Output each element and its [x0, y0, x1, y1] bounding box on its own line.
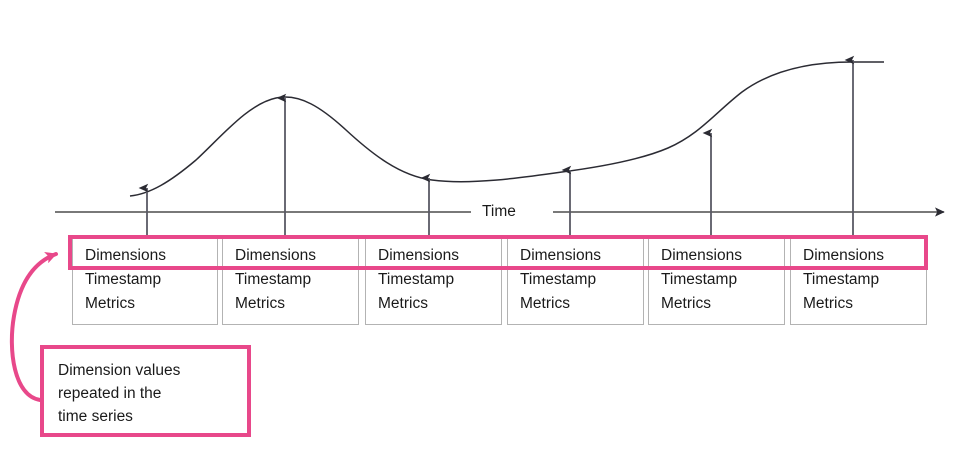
record-field-dimensions: Dimensions: [378, 247, 459, 264]
record-field-timestamp: Timestamp: [85, 271, 162, 288]
record-field-timestamp: Timestamp: [803, 271, 880, 288]
record-box[interactable]: Dimensions Timestamp Metrics: [222, 237, 359, 325]
record-field-metrics: Metrics: [520, 295, 570, 312]
record-field-timestamp: Timestamp: [661, 271, 738, 288]
record-field-dimensions: Dimensions: [803, 247, 884, 264]
callout-line-2: repeated in the: [58, 385, 162, 402]
record-box[interactable]: Dimensions Timestamp Metrics: [507, 237, 644, 325]
callout-box: Dimension values repeated in the time se…: [40, 345, 251, 437]
record-field-metrics: Metrics: [378, 295, 428, 312]
record-field-dimensions: Dimensions: [520, 247, 601, 264]
callout-line-3: time series: [58, 408, 133, 425]
record-field-dimensions: Dimensions: [85, 247, 166, 264]
record-field-metrics: Metrics: [235, 295, 285, 312]
metric-curve: [129, 61, 884, 197]
record-field-timestamp: Timestamp: [520, 271, 597, 288]
record-field-dimensions: Dimensions: [661, 247, 742, 264]
axis-label-time: Time: [476, 203, 522, 221]
record-field-metrics: Metrics: [803, 295, 853, 312]
record-box[interactable]: Dimensions Timestamp Metrics: [648, 237, 785, 325]
record-field-metrics: Metrics: [85, 295, 135, 312]
record-box[interactable]: Dimensions Timestamp Metrics: [365, 237, 502, 325]
record-box[interactable]: Dimensions Timestamp Metrics: [72, 237, 218, 325]
record-field-metrics: Metrics: [661, 295, 711, 312]
callout-line-1: Dimension values: [58, 362, 181, 379]
record-field-dimensions: Dimensions: [235, 247, 316, 264]
record-field-timestamp: Timestamp: [235, 271, 312, 288]
record-field-timestamp: Timestamp: [378, 271, 455, 288]
callout-curved-arrow: [9, 251, 58, 402]
record-box[interactable]: Dimensions Timestamp Metrics: [790, 237, 927, 325]
record-pointer-arrows: [138, 55, 855, 237]
